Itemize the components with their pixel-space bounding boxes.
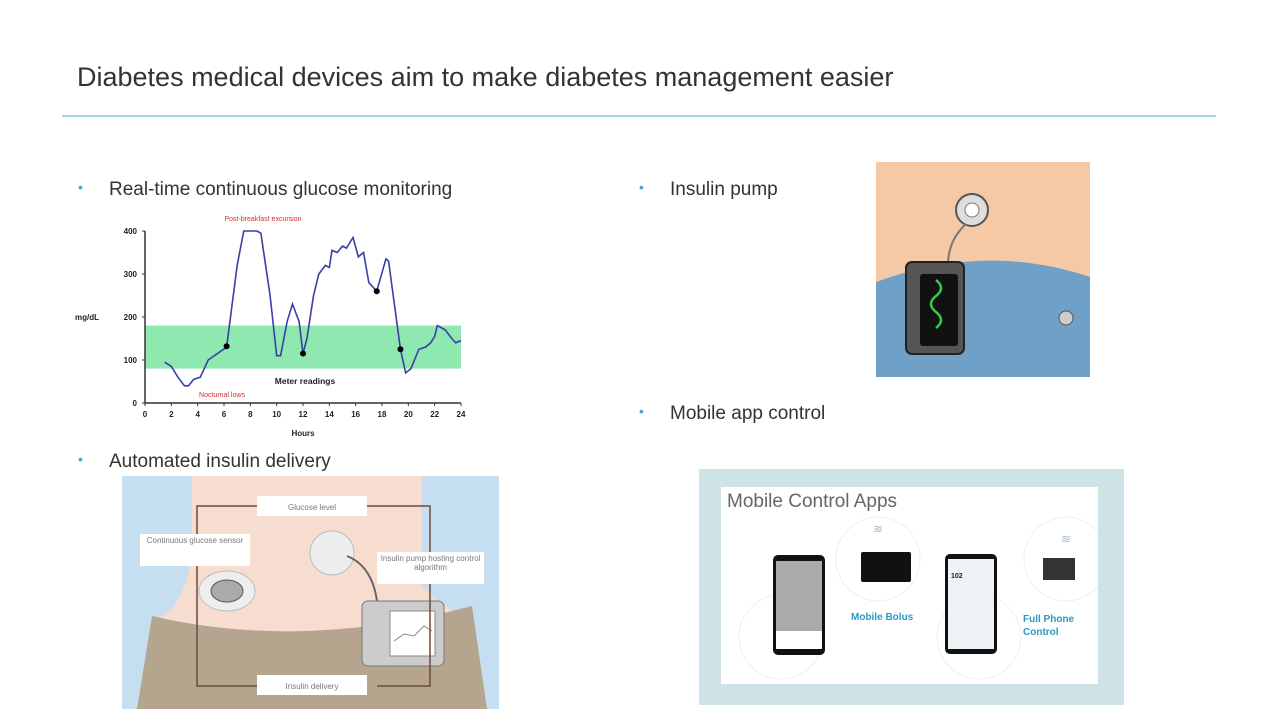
cgm-box bbox=[140, 534, 250, 566]
mobile-apps-card: Mobile Control Apps 102 ≋ ≋ Mobile Bolus… bbox=[721, 487, 1098, 684]
bullet-dot: • bbox=[639, 179, 644, 195]
glucose-series-line bbox=[164, 230, 462, 387]
glucose-sensor bbox=[210, 579, 244, 603]
phone-full-control-screen bbox=[948, 559, 994, 649]
control-loop-arrows bbox=[196, 505, 431, 687]
pump-screen bbox=[920, 274, 958, 346]
bullet-pump: • Insulin pump bbox=[639, 179, 778, 201]
mobile-apps-illustration: 102 ≋ ≋ bbox=[738, 516, 1098, 680]
meter-reading-point bbox=[300, 350, 306, 357]
y-tick-label: 400 bbox=[124, 227, 138, 236]
pump-algorithm-box bbox=[377, 552, 484, 584]
jeans-button bbox=[1058, 310, 1074, 326]
x-tick-label: 8 bbox=[248, 410, 253, 419]
x-tick-label: 16 bbox=[351, 410, 360, 419]
infusion-set-center bbox=[964, 202, 980, 218]
x-tick-label: 18 bbox=[378, 410, 387, 419]
x-axis-label: Hours bbox=[291, 429, 315, 438]
mobile-apps-title: Mobile Control Apps bbox=[727, 491, 898, 512]
bullet-cgm: • Real-time continuous glucose monitoring bbox=[78, 179, 453, 201]
label-mobile-bolus: Mobile Bolus bbox=[851, 612, 914, 623]
y-tick-label: 0 bbox=[133, 399, 138, 408]
pump-trace bbox=[393, 625, 433, 642]
connection-ring bbox=[1023, 516, 1098, 602]
phone-bolus-screen bbox=[776, 561, 822, 631]
annotation-meter-readings: Meter readings bbox=[275, 376, 336, 386]
meter-reading-point bbox=[397, 346, 404, 353]
y-axis-label: mg/dL bbox=[75, 313, 99, 322]
pump-trace bbox=[929, 279, 943, 329]
pump-device-2 bbox=[1043, 558, 1075, 580]
bullet-mobile: • Mobile app control bbox=[639, 403, 826, 425]
annotation-nocturnal-lows: Nocturnal lows bbox=[199, 392, 245, 399]
x-tick-label: 22 bbox=[430, 410, 439, 419]
label-cgm: Continuous glucose sensor bbox=[146, 536, 244, 545]
bullet-label: Automated insulin delivery bbox=[109, 451, 331, 472]
connection-ring bbox=[835, 516, 921, 602]
x-tick-label: 2 bbox=[169, 410, 174, 419]
label-pump-algorithm: Insulin pump hosting control algorithm bbox=[380, 554, 481, 572]
bullet-dot: • bbox=[78, 451, 83, 467]
bullet-label: Mobile app control bbox=[670, 403, 826, 424]
x-tick-label: 24 bbox=[457, 410, 466, 419]
x-tick-label: 20 bbox=[404, 410, 413, 419]
pump-device-1 bbox=[861, 552, 911, 582]
meter-reading-point bbox=[223, 343, 230, 350]
label-full-phone-control: Full Phone Control bbox=[1023, 614, 1075, 638]
x-tick-label: 6 bbox=[222, 410, 227, 419]
pump-screen bbox=[389, 610, 436, 657]
meter-reading-point bbox=[373, 288, 380, 295]
bullet-label: Insulin pump bbox=[670, 179, 778, 200]
x-tick-label: 14 bbox=[325, 410, 334, 419]
wifi-icon: ≋ bbox=[873, 522, 883, 536]
x-tick-label: 12 bbox=[299, 410, 308, 419]
bullet-aid: • Automated insulin delivery bbox=[78, 451, 331, 473]
automated-insulin-delivery-diagram: Glucose level Continuous glucose sensor … bbox=[122, 476, 499, 709]
y-tick-label: 100 bbox=[124, 356, 138, 365]
bullet-dot: • bbox=[78, 179, 83, 195]
phone-glucose-reading: 102 bbox=[951, 573, 963, 580]
tubing bbox=[346, 555, 378, 602]
x-tick-label: 10 bbox=[272, 410, 281, 419]
y-tick-label: 300 bbox=[124, 270, 138, 279]
title-divider bbox=[62, 115, 1216, 117]
phone-bolus-panel bbox=[776, 631, 822, 649]
slide-title: Diabetes medical devices aim to make dia… bbox=[77, 62, 894, 92]
insulin-delivery-box bbox=[257, 675, 367, 695]
mobile-control-apps-panel: Mobile Control Apps 102 ≋ ≋ Mobile Bolus… bbox=[699, 469, 1124, 705]
bullet-label: Real-time continuous glucose monitoring bbox=[109, 179, 453, 200]
label-glucose-level: Glucose level bbox=[288, 503, 336, 512]
y-tick-label: 200 bbox=[124, 313, 138, 322]
wifi-icon: ≋ bbox=[1061, 532, 1071, 546]
x-tick-label: 4 bbox=[195, 410, 200, 419]
infusion-site bbox=[309, 530, 355, 576]
x-tick-label: 0 bbox=[143, 410, 148, 419]
label-insulin-delivery: Insulin delivery bbox=[286, 682, 339, 691]
annotation-post-breakfast: Post-breakfast excursion bbox=[224, 216, 301, 223]
glucose-level-box bbox=[257, 496, 367, 516]
insulin-pump-illustration bbox=[876, 162, 1090, 377]
bullet-dot: • bbox=[639, 403, 644, 419]
